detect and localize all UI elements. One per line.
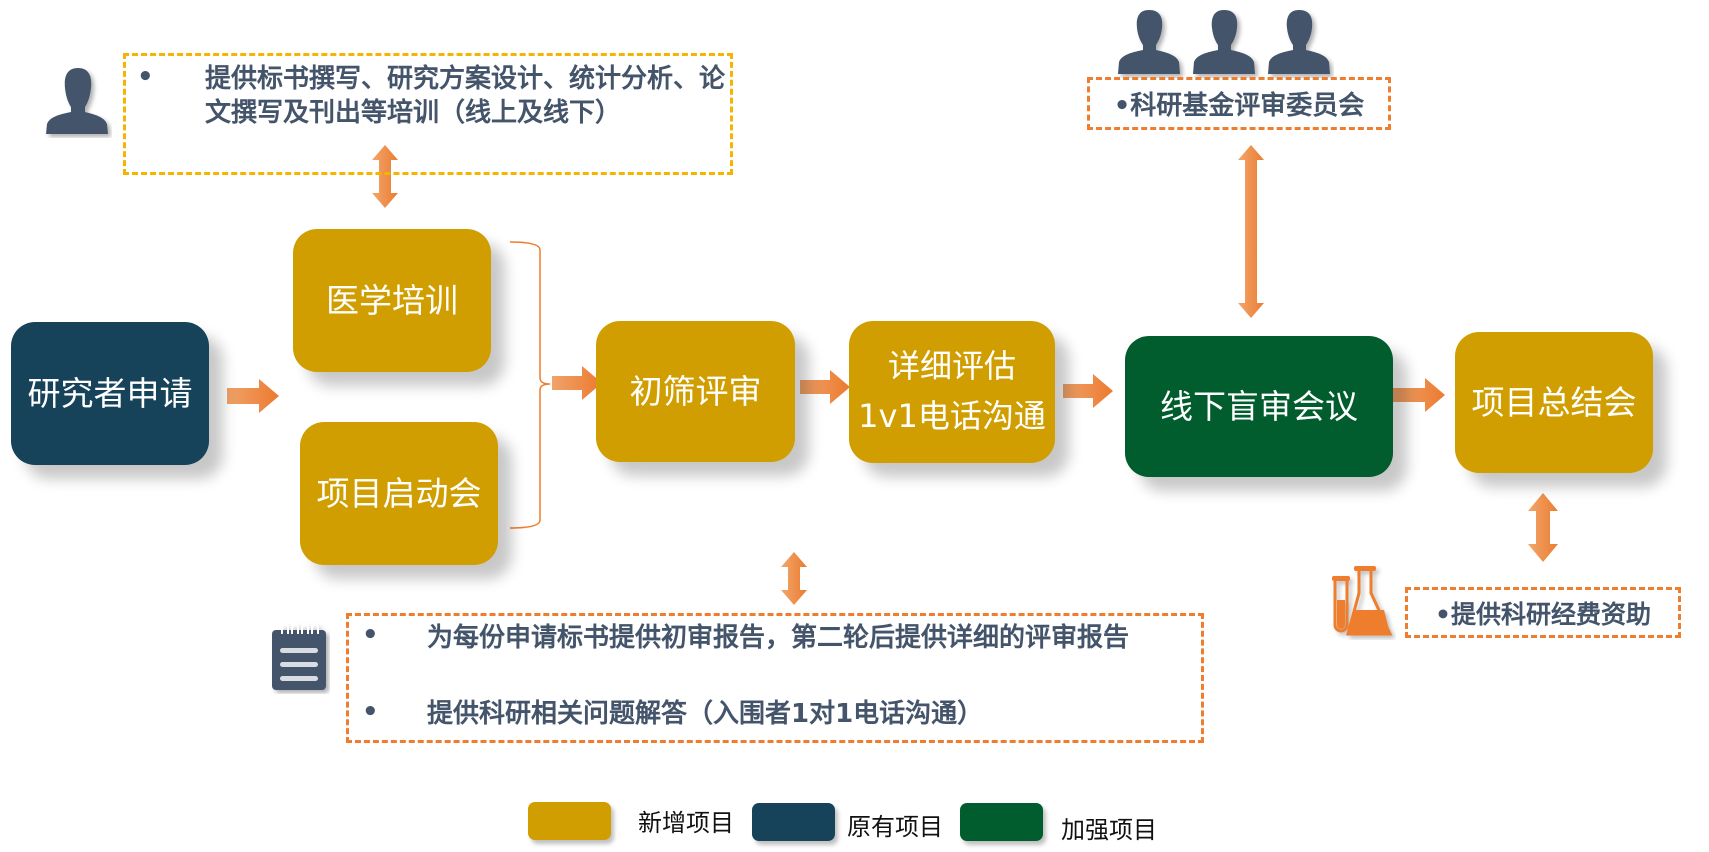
legend-swatch-enhanced	[960, 803, 1043, 841]
legend-label-new: 新增项目	[638, 809, 734, 837]
training-note-text: 提供标书撰写、研究方案设计、统计分析、论文撰写及刊出等培训（线上及线下）	[205, 64, 726, 128]
node-applicant: 研究者申请	[11, 322, 209, 465]
committee-note-text: •科研基金评审委员会	[1113, 91, 1365, 121]
double-arrow-funding	[1528, 493, 1558, 562]
arrow-offline-to-summary	[1393, 378, 1445, 412]
report-bullet-1: •	[362, 620, 379, 650]
node-detailed-eval-line2: 1v1电话沟通	[858, 397, 1046, 435]
training-note-box	[123, 53, 733, 175]
node-medical-training: 医学培训	[293, 229, 491, 372]
node-kickoff: 项目启动会	[300, 422, 498, 565]
arrow-screening-to-eval	[800, 370, 850, 404]
committee-note-box: •科研基金评审委员会	[1087, 77, 1391, 130]
node-offline-review: 线下盲审会议	[1125, 336, 1393, 477]
arrow-eval-to-offline	[1063, 374, 1113, 408]
node-medical-training-label: 医学培训	[326, 280, 458, 320]
funding-note-text: •提供科研经费资助	[1435, 599, 1651, 629]
double-arrow-training	[372, 145, 398, 208]
node-offline-review-label: 线下盲审会议	[1160, 386, 1358, 426]
training-note-bullet: •	[137, 62, 154, 92]
person-icon	[46, 68, 108, 134]
node-detailed-eval: 详细评估 1v1电话沟通	[849, 321, 1055, 463]
report-note-box	[346, 613, 1204, 743]
node-initial-screening-label: 初筛评审	[629, 371, 762, 411]
node-summary-meeting: 项目总结会	[1455, 332, 1653, 473]
report-item-2: 提供科研相关问题解答（入围者1对1电话沟通）	[427, 699, 984, 729]
legend-swatch-new	[528, 802, 611, 840]
legend-swatch-existing	[752, 803, 835, 841]
merge-bracket	[509, 241, 551, 529]
double-arrow-report	[781, 552, 807, 605]
group-icon	[1118, 10, 1330, 74]
arrow-bracket-to-screening	[552, 366, 602, 400]
legend-label-enhanced: 加强项目	[1061, 816, 1157, 844]
arrow-applicant-to-training	[227, 379, 279, 413]
notepad-icon	[272, 624, 326, 690]
node-detailed-eval-line1: 详细评估	[887, 347, 1016, 386]
node-summary-meeting-label: 项目总结会	[1471, 382, 1637, 422]
legend-label-existing: 原有项目	[847, 813, 943, 841]
node-applicant-label: 研究者申请	[27, 373, 193, 413]
funding-note-box: •提供科研经费资助	[1405, 587, 1681, 638]
lab-flask-icon	[1332, 566, 1393, 636]
report-bullet-2: •	[362, 697, 379, 727]
double-arrow-committee	[1238, 145, 1264, 318]
node-kickoff-label: 项目启动会	[316, 473, 482, 513]
node-initial-screening: 初筛评审	[596, 321, 795, 462]
report-item-1: 为每份申请标书提供初审报告，第二轮后提供详细的评审报告	[427, 623, 1130, 653]
